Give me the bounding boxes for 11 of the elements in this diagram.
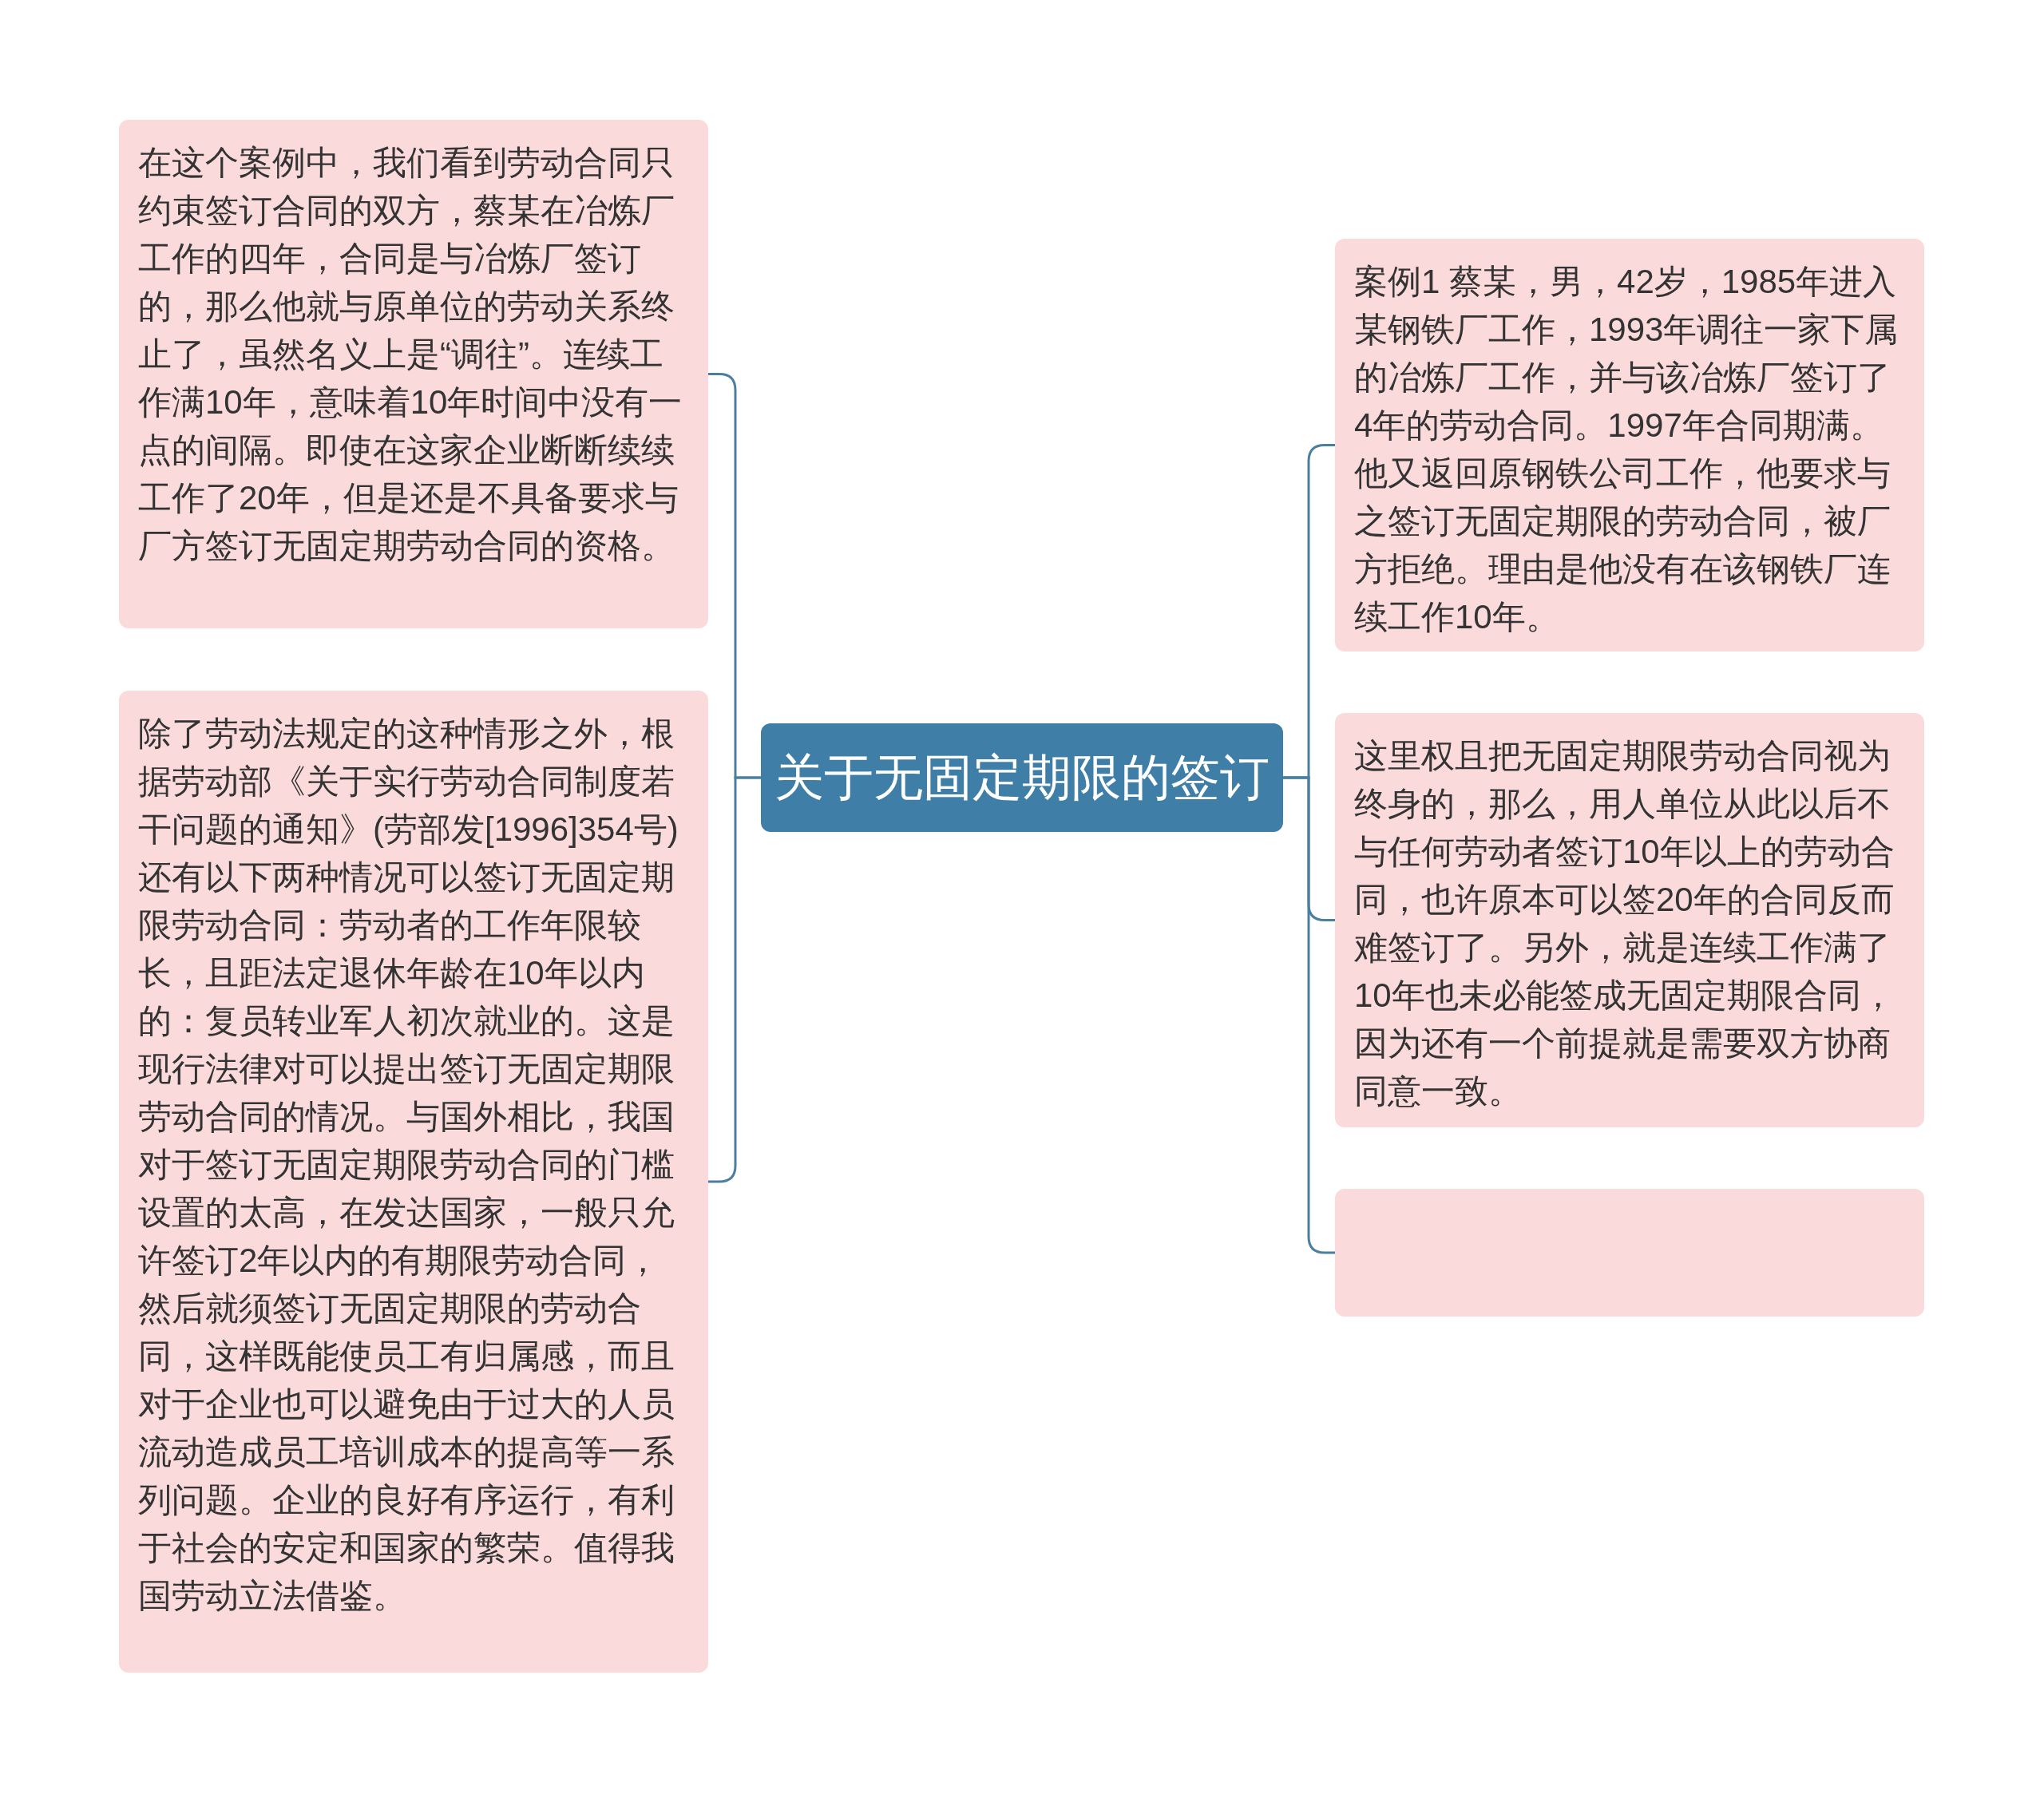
topic-box — [119, 691, 708, 1673]
topic-title: 关于无固定期限的签订 — [774, 749, 1270, 807]
empty-topic-box — [1335, 1189, 1924, 1317]
topic-text: 除了劳动法规定的这种情形之外，根据劳动部《关于实行劳动合同制度若干问题的通知》(劳部发[1996]354号)还有以下两种情况可以签订无固定期限劳动合同：劳动者的工作年限较长，且距法定退休年龄在10年以内的：复员转业军人初次就业的。这是现行法律对可以提出签订无固定期限劳动合同的情况。与国外相比，我国对于签订无固定期限劳动合同的门槛设置的太高，在发达国家，一般只允许签订2年以内的有期限劳动合同，然后就须签订无固定期限的劳动合同，这样既能使员工有归属感，而且对于企业也可以避免由于过大的人员流动造成员工培训成本的提高等一系列问题。企业的良好有序运行，有利于社会的安定和国家的繁荣。值得我国劳动立法借鉴。 — [138, 714, 679, 1616]
topic-box — [1335, 239, 1924, 651]
topic-text: 在这个案例中，我们看到劳动合同只约束签订合同的双方，蔡某在冶炼厂工作的四年，合同是与冶炼厂签订的，那么他就与原单位的劳动关系终止了，虽然名义上是“调往”。连续工作满10年，意味着10年时间中没有一点的间隔。即使在这家企业断断续续工作了20年，但是还是不具备要求与厂方签订无固定期劳动合同的资格。 — [138, 143, 683, 566]
topic-text: 这里权且把无固定期限劳动合同视为终身的，那么，用人单位从此以后不与任何劳动者签订10年以上的劳动合同，也许原本可以签20年的合同反而难签订了。另外，就是连续工作满了10年也未必能签成无固定期限合同，因为还有一个前提就是需要双方协商同意一致。 — [1354, 736, 1895, 1111]
topic-text: 案例1 蔡某，男，42岁，1985年进入某钢铁厂工作，1993年调往一家下属的冶炼厂工作，并与该冶炼厂签订了4年的劳动合同。1997年合同期满。他又返回原钢铁公司工作，他要求与之签订无固定期限的劳动合同，被厂方拒绝。理由是他没有在该钢铁厂连续工作10年。 — [1354, 262, 1899, 637]
topic-box — [1335, 713, 1924, 1127]
central-topic — [761, 723, 1283, 832]
topic-box — [119, 120, 708, 628]
